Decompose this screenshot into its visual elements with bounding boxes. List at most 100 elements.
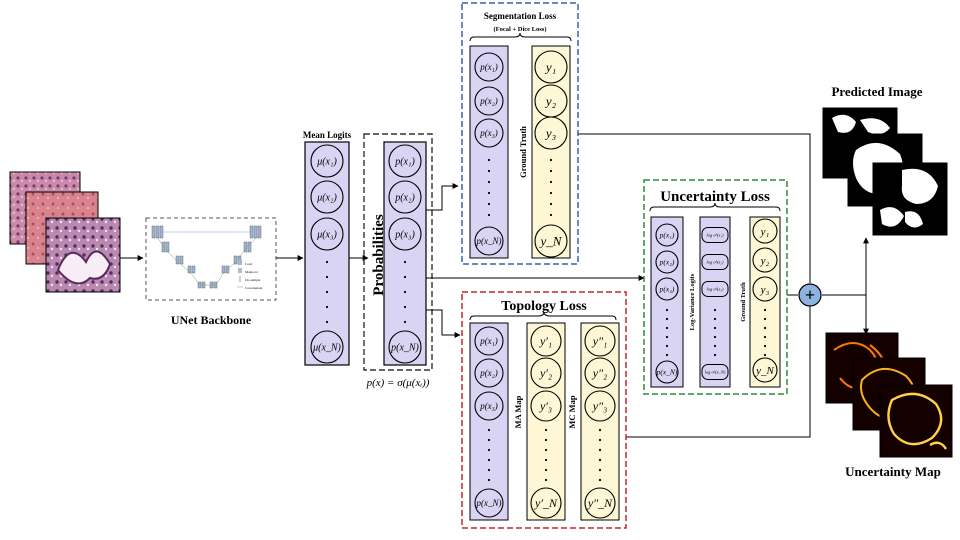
topo-prob-label-2: p(x₂) <box>479 368 498 378</box>
probabilities-label: Probabilities <box>371 214 387 296</box>
topo-prob-cells: p(x₁)p(x₂)p(x₃)p(x_N) <box>474 326 504 518</box>
unc-logvar-label-1: log σ²(x₁) <box>706 233 724 238</box>
unet-block <box>159 225 164 239</box>
unc-prob-node-3 <box>655 277 679 301</box>
seg-ground-truth-label: Ground Truth <box>518 126 528 178</box>
predicted-image-title: Predicted Image <box>831 84 922 99</box>
topo-prob-ellipsis-dot <box>487 468 491 472</box>
probability-node-3 <box>388 217 422 251</box>
unc-prob-node-4 <box>655 360 679 384</box>
unc-gt-label-3: y₃ <box>760 284 770 296</box>
unet-flow-line <box>157 237 257 286</box>
seg-prob-cells: p(x₁)p(x₂)p(x₃)p(x_N) <box>474 52 504 256</box>
unet-block <box>221 265 226 274</box>
topo-ma-node-2 <box>530 357 562 389</box>
unet-legend-conv: Conv <box>245 262 253 266</box>
unc-gt-label-1: y₁ <box>760 226 770 238</box>
topo-prob-ellipsis-dot <box>487 438 491 442</box>
seg-gt-node-4 <box>534 224 568 258</box>
topo-ma-ellipsis-dot <box>544 438 548 442</box>
topo-ma-label-1: y′₁ <box>539 334 552 348</box>
unc-prob-label-3: p(x₃) <box>659 285 675 294</box>
topo-ma-ellipsis-dot <box>544 428 548 432</box>
unc-prob-ellipsis-dot <box>665 335 669 339</box>
unet-legend-concatenate: Concatenate <box>245 286 263 290</box>
mean-logit-label-2: μ(x₂) <box>316 193 337 204</box>
segmentation-loss-title: Segmentation Loss <box>484 11 557 21</box>
seg-prob-label-3: p(x₃) <box>479 128 498 138</box>
mean-logit-node-2 <box>310 180 344 214</box>
unc-logvar-label-2: log σ²(x₂) <box>706 260 724 265</box>
uncertainty-loss-box <box>643 179 788 395</box>
mean-logits-cells: μ(x₁)μ(x₂)μ(x₃)μ(x_N) <box>310 144 344 364</box>
seg-prob-ellipsis-dot <box>487 191 491 195</box>
topo-mc-label-4: y″_N <box>587 496 613 510</box>
unet-block <box>179 255 184 265</box>
unc-gt-ellipsis-dot <box>763 326 767 330</box>
unet-backbone-label: UNet Backbone <box>171 313 252 327</box>
sum-node: + <box>798 283 822 307</box>
unc-gt-ellipsis-dot <box>763 344 767 348</box>
topo-ma-cells: y′₁y′₂y′₃y′_N <box>530 325 562 519</box>
topo-prob-label-3: p(x₃) <box>479 401 498 411</box>
topo-prob-ellipsis-dot <box>487 458 491 462</box>
unc-prob-cells: p(x₁)p(x₂)p(x₃)p(x_N) <box>655 223 679 384</box>
mean-logit-ellipsis-dot <box>325 305 329 309</box>
seg-prob-label-1: p(x₁) <box>479 62 498 72</box>
unc-gt-ellipsis-dot <box>763 353 767 357</box>
seg-prob-ellipsis-dot <box>487 180 491 184</box>
probability-label-1: p(x₁) <box>394 157 415 168</box>
topology-loss-box <box>461 291 627 529</box>
unc-gt-node-4 <box>752 357 778 383</box>
unc-gt-ellipsis-dot <box>763 317 767 321</box>
unet-block <box>225 265 230 274</box>
unc-gt-ellipsis-dot <box>763 308 767 312</box>
topo-mc-ellipsis-dot <box>598 458 602 462</box>
unc-gt-node-2 <box>752 247 778 273</box>
topo-ma-node-3 <box>530 390 562 422</box>
unc-logvar-cells: log σ²(x₁)log σ²(x₂)log σ²(x₃)log σ²(x_N… <box>701 227 729 380</box>
ma-map-label: MA Map <box>513 395 523 428</box>
probability-ellipsis-dot <box>403 275 407 279</box>
unet-block <box>253 225 258 239</box>
mean-logit-label-3: μ(x₃) <box>316 230 337 241</box>
segmentation-loss-box <box>461 2 579 265</box>
topo-ma-label-2: y′₂ <box>539 366 552 380</box>
seg-prob-label-2: p(x₂) <box>479 96 498 106</box>
unc-logvar-node-1 <box>701 227 729 243</box>
unc-gt-label-2: y₂ <box>760 255 770 267</box>
input-histology-stack <box>9 171 121 293</box>
topo-mc-ellipsis-dot <box>598 428 602 432</box>
topo-prob-node-4 <box>474 488 504 518</box>
probability-node-1 <box>388 144 422 178</box>
seg-gt-label-3: y₃ <box>544 126 556 141</box>
topo-ma-node-4 <box>530 487 562 519</box>
unc-prob-ellipsis-dot <box>665 317 669 321</box>
probability-label-4: p(x_N) <box>390 343 419 354</box>
unet-block <box>257 225 262 239</box>
unet-backbone-box: Conv Maxpool Up-sample Concatenate <box>145 217 277 301</box>
topo-mc-ellipsis-dot <box>598 468 602 472</box>
unet-block <box>191 265 196 274</box>
mean-logits-column <box>304 141 350 366</box>
topo-prob-node-3 <box>474 391 504 421</box>
probability-node-4 <box>388 330 422 364</box>
topo-ma-label-3: y′₃ <box>539 399 552 413</box>
topo-ma-ellipsis-dot <box>544 468 548 472</box>
mean-logit-label-4: μ(x_N) <box>312 343 341 354</box>
unet-block <box>233 255 238 265</box>
segmentation-loss-subtitle: (Focal + Dice Loss) <box>494 26 547 33</box>
unc-logvar-ellipsis-dot <box>713 335 717 339</box>
seg-prob-node-1 <box>474 52 504 82</box>
probability-label-3: p(x₃) <box>394 230 415 241</box>
seg-gt-ellipsis-dot <box>549 169 553 173</box>
seg-prob-node-4 <box>474 226 504 256</box>
mean-logit-ellipsis-dot <box>325 290 329 294</box>
unc-prob-node-2 <box>655 250 679 274</box>
unc-logvar-node-3 <box>701 281 729 297</box>
topo-prob-ellipsis-dot <box>487 428 491 432</box>
seg-gt-ellipsis-dot <box>549 202 553 206</box>
unc-gt-label-4: y_N <box>755 365 774 377</box>
